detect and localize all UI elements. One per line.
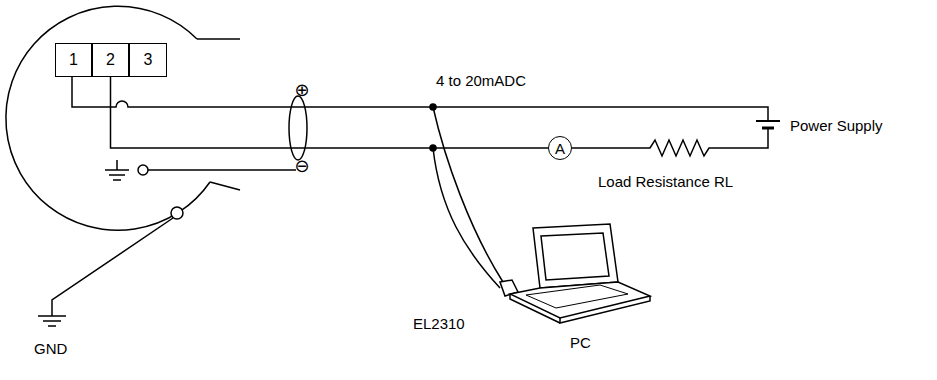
housing-edge <box>210 182 240 190</box>
terminal-number: 2 <box>106 52 115 68</box>
terminal-box: 2 <box>92 43 129 77</box>
terminal-number: 3 <box>144 52 153 68</box>
ground-terminal <box>171 207 183 219</box>
ammeter-symbol: A <box>548 136 572 160</box>
ground-terminal <box>138 165 148 175</box>
diagram-label: 4 to 20mADC <box>436 73 526 90</box>
cable-shield <box>289 96 307 160</box>
battery-symbol <box>762 127 774 130</box>
shield-wire <box>148 169 296 171</box>
diagram-label: GND <box>34 341 67 358</box>
housing-outline <box>6 6 210 230</box>
diagram-label: ⊕ <box>294 81 309 99</box>
laptop-base <box>510 282 650 318</box>
laptop-display <box>541 233 609 280</box>
diagram-label: Load Resistance RL <box>598 174 733 191</box>
laptop-base <box>560 296 650 323</box>
meter-letter: A <box>555 141 565 156</box>
communicator-lead <box>433 107 503 282</box>
ground-symbol <box>38 316 66 326</box>
plus-wire <box>72 77 768 121</box>
housing-edge <box>197 38 240 40</box>
laptop-base <box>510 294 560 323</box>
terminal-box: 3 <box>129 43 167 77</box>
diagram-label: ⊖ <box>294 157 309 175</box>
communicator-lead <box>433 148 500 288</box>
ground-wire <box>52 218 173 316</box>
minus-wire <box>572 128 768 156</box>
laptop-screen <box>533 224 618 288</box>
laptop-keyboard <box>526 285 628 308</box>
ground-symbol <box>105 160 129 180</box>
terminal-number: 1 <box>69 52 78 68</box>
terminal-box: 1 <box>55 43 92 77</box>
diagram-label: PC <box>570 335 591 352</box>
battery-symbol <box>756 120 780 122</box>
diagram-label: Power Supply <box>790 118 883 135</box>
diagram-label: EL2310 <box>413 316 465 333</box>
